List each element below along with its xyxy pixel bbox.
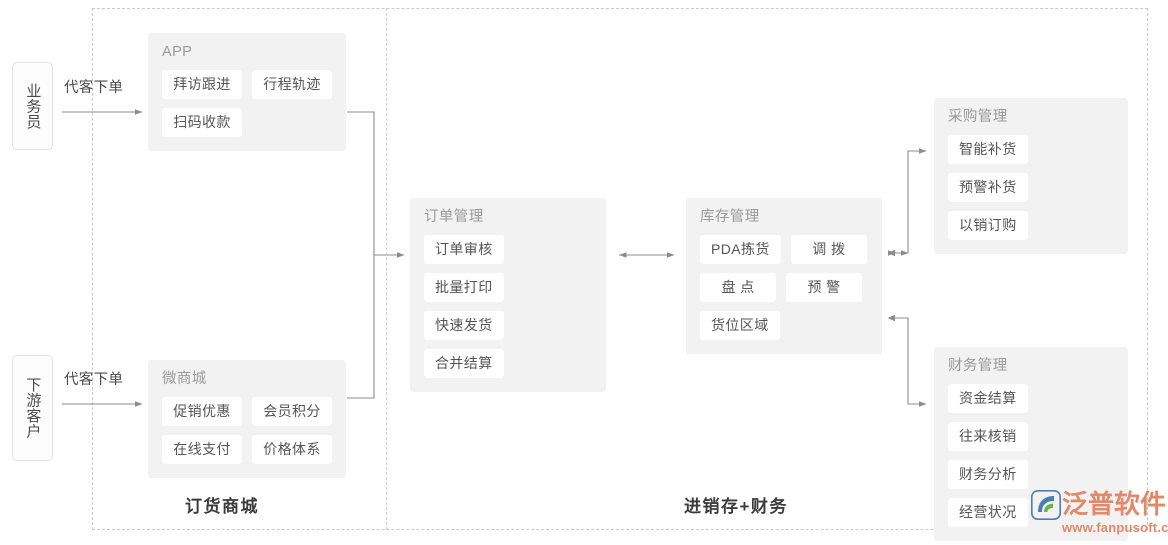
dashed-outer-region bbox=[92, 8, 1148, 530]
group-mall-chips: 促销优惠 会员积分 在线支付 价格体系 bbox=[162, 396, 332, 464]
chip-alert-replenish[interactable]: 预警补货 bbox=[948, 172, 1028, 202]
chip-business-status[interactable]: 经营状况 bbox=[948, 497, 1028, 527]
chip-member-points[interactable]: 会员积分 bbox=[252, 396, 332, 426]
group-finance-chips: 资金结算 往来核销 财务分析 经营状况 bbox=[948, 383, 1114, 527]
chip-ar-ap-writeoff[interactable]: 往来核销 bbox=[948, 421, 1028, 451]
chip-pda-picking[interactable]: PDA拣货 bbox=[700, 234, 781, 264]
actor-customer: 下游客户 bbox=[12, 355, 53, 461]
chip-trip-track[interactable]: 行程轨迹 bbox=[252, 69, 332, 99]
group-order-title: 订单管理 bbox=[424, 209, 484, 225]
group-app: APP 拜访跟进 行程轨迹 扫码收款 bbox=[148, 33, 346, 151]
group-order-chips: 订单审核 批量打印 快速发货 合并结算 bbox=[424, 234, 592, 378]
group-finance-title: 财务管理 bbox=[948, 358, 1008, 374]
group-purchase-management: 采购管理 智能补货 预警补货 以销订购 bbox=[934, 98, 1128, 254]
group-mall: 微商城 促销优惠 会员积分 在线支付 价格体系 bbox=[148, 360, 346, 478]
chip-order-review[interactable]: 订单审核 bbox=[424, 234, 504, 264]
brand-logo: 泛普软件 www.fanpusoft.com bbox=[1031, 487, 1168, 539]
chip-merge-settlement[interactable]: 合并结算 bbox=[424, 348, 504, 378]
logo-url: www.fanpusoft.com bbox=[1062, 520, 1168, 535]
chip-price-system[interactable]: 价格体系 bbox=[252, 434, 332, 464]
arrow-label-proxy-order-salesperson: 代客下单 bbox=[64, 80, 124, 96]
chip-scan-payment[interactable]: 扫码收款 bbox=[162, 107, 242, 137]
chip-alert[interactable]: 预 警 bbox=[786, 272, 862, 302]
chip-visit-followup[interactable]: 拜访跟进 bbox=[162, 69, 242, 99]
group-order-management: 订单管理 订单审核 批量打印 快速发货 合并结算 bbox=[410, 198, 606, 392]
chip-bin-location[interactable]: 货位区域 bbox=[700, 310, 780, 340]
chip-fund-settlement[interactable]: 资金结算 bbox=[948, 383, 1028, 413]
group-stock-chips: PDA拣货 调 拨 盘 点 预 警 货位区域 bbox=[700, 234, 868, 340]
group-app-chips: 拜访跟进 行程轨迹 扫码收款 bbox=[162, 69, 332, 137]
chip-online-payment[interactable]: 在线支付 bbox=[162, 434, 242, 464]
fanpu-logo-icon bbox=[1031, 490, 1061, 520]
group-app-title: APP bbox=[162, 44, 193, 60]
group-purchase-chips: 智能补货 预警补货 以销订购 bbox=[948, 134, 1114, 240]
actor-salesperson: 业务员 bbox=[12, 62, 53, 150]
chip-sales-driven-order[interactable]: 以销订购 bbox=[948, 210, 1028, 240]
section-caption-ordering-mall: 订货商城 bbox=[185, 497, 259, 516]
chip-transfer[interactable]: 调 拨 bbox=[790, 234, 867, 264]
arrow-label-proxy-order-customer: 代客下单 bbox=[64, 372, 124, 388]
chip-smart-replenish[interactable]: 智能补货 bbox=[948, 134, 1028, 164]
group-mall-title: 微商城 bbox=[162, 371, 207, 387]
dashed-section-divider bbox=[386, 8, 387, 530]
group-inventory-management: 库存管理 PDA拣货 调 拨 盘 点 预 警 货位区域 bbox=[686, 198, 882, 354]
chip-stocktaking[interactable]: 盘 点 bbox=[700, 272, 776, 302]
section-caption-erp-finance: 进销存+财务 bbox=[684, 497, 788, 516]
logo-wordmark: 泛普软件 bbox=[1062, 489, 1167, 519]
group-purchase-title: 采购管理 bbox=[948, 109, 1008, 125]
chip-batch-print[interactable]: 批量打印 bbox=[424, 272, 504, 302]
chip-fast-shipping[interactable]: 快速发货 bbox=[424, 310, 504, 340]
chip-financial-analysis[interactable]: 财务分析 bbox=[948, 459, 1028, 489]
chip-promotion[interactable]: 促销优惠 bbox=[162, 396, 242, 426]
group-finance-management: 财务管理 资金结算 往来核销 财务分析 经营状况 bbox=[934, 347, 1128, 541]
group-stock-title: 库存管理 bbox=[700, 209, 760, 225]
